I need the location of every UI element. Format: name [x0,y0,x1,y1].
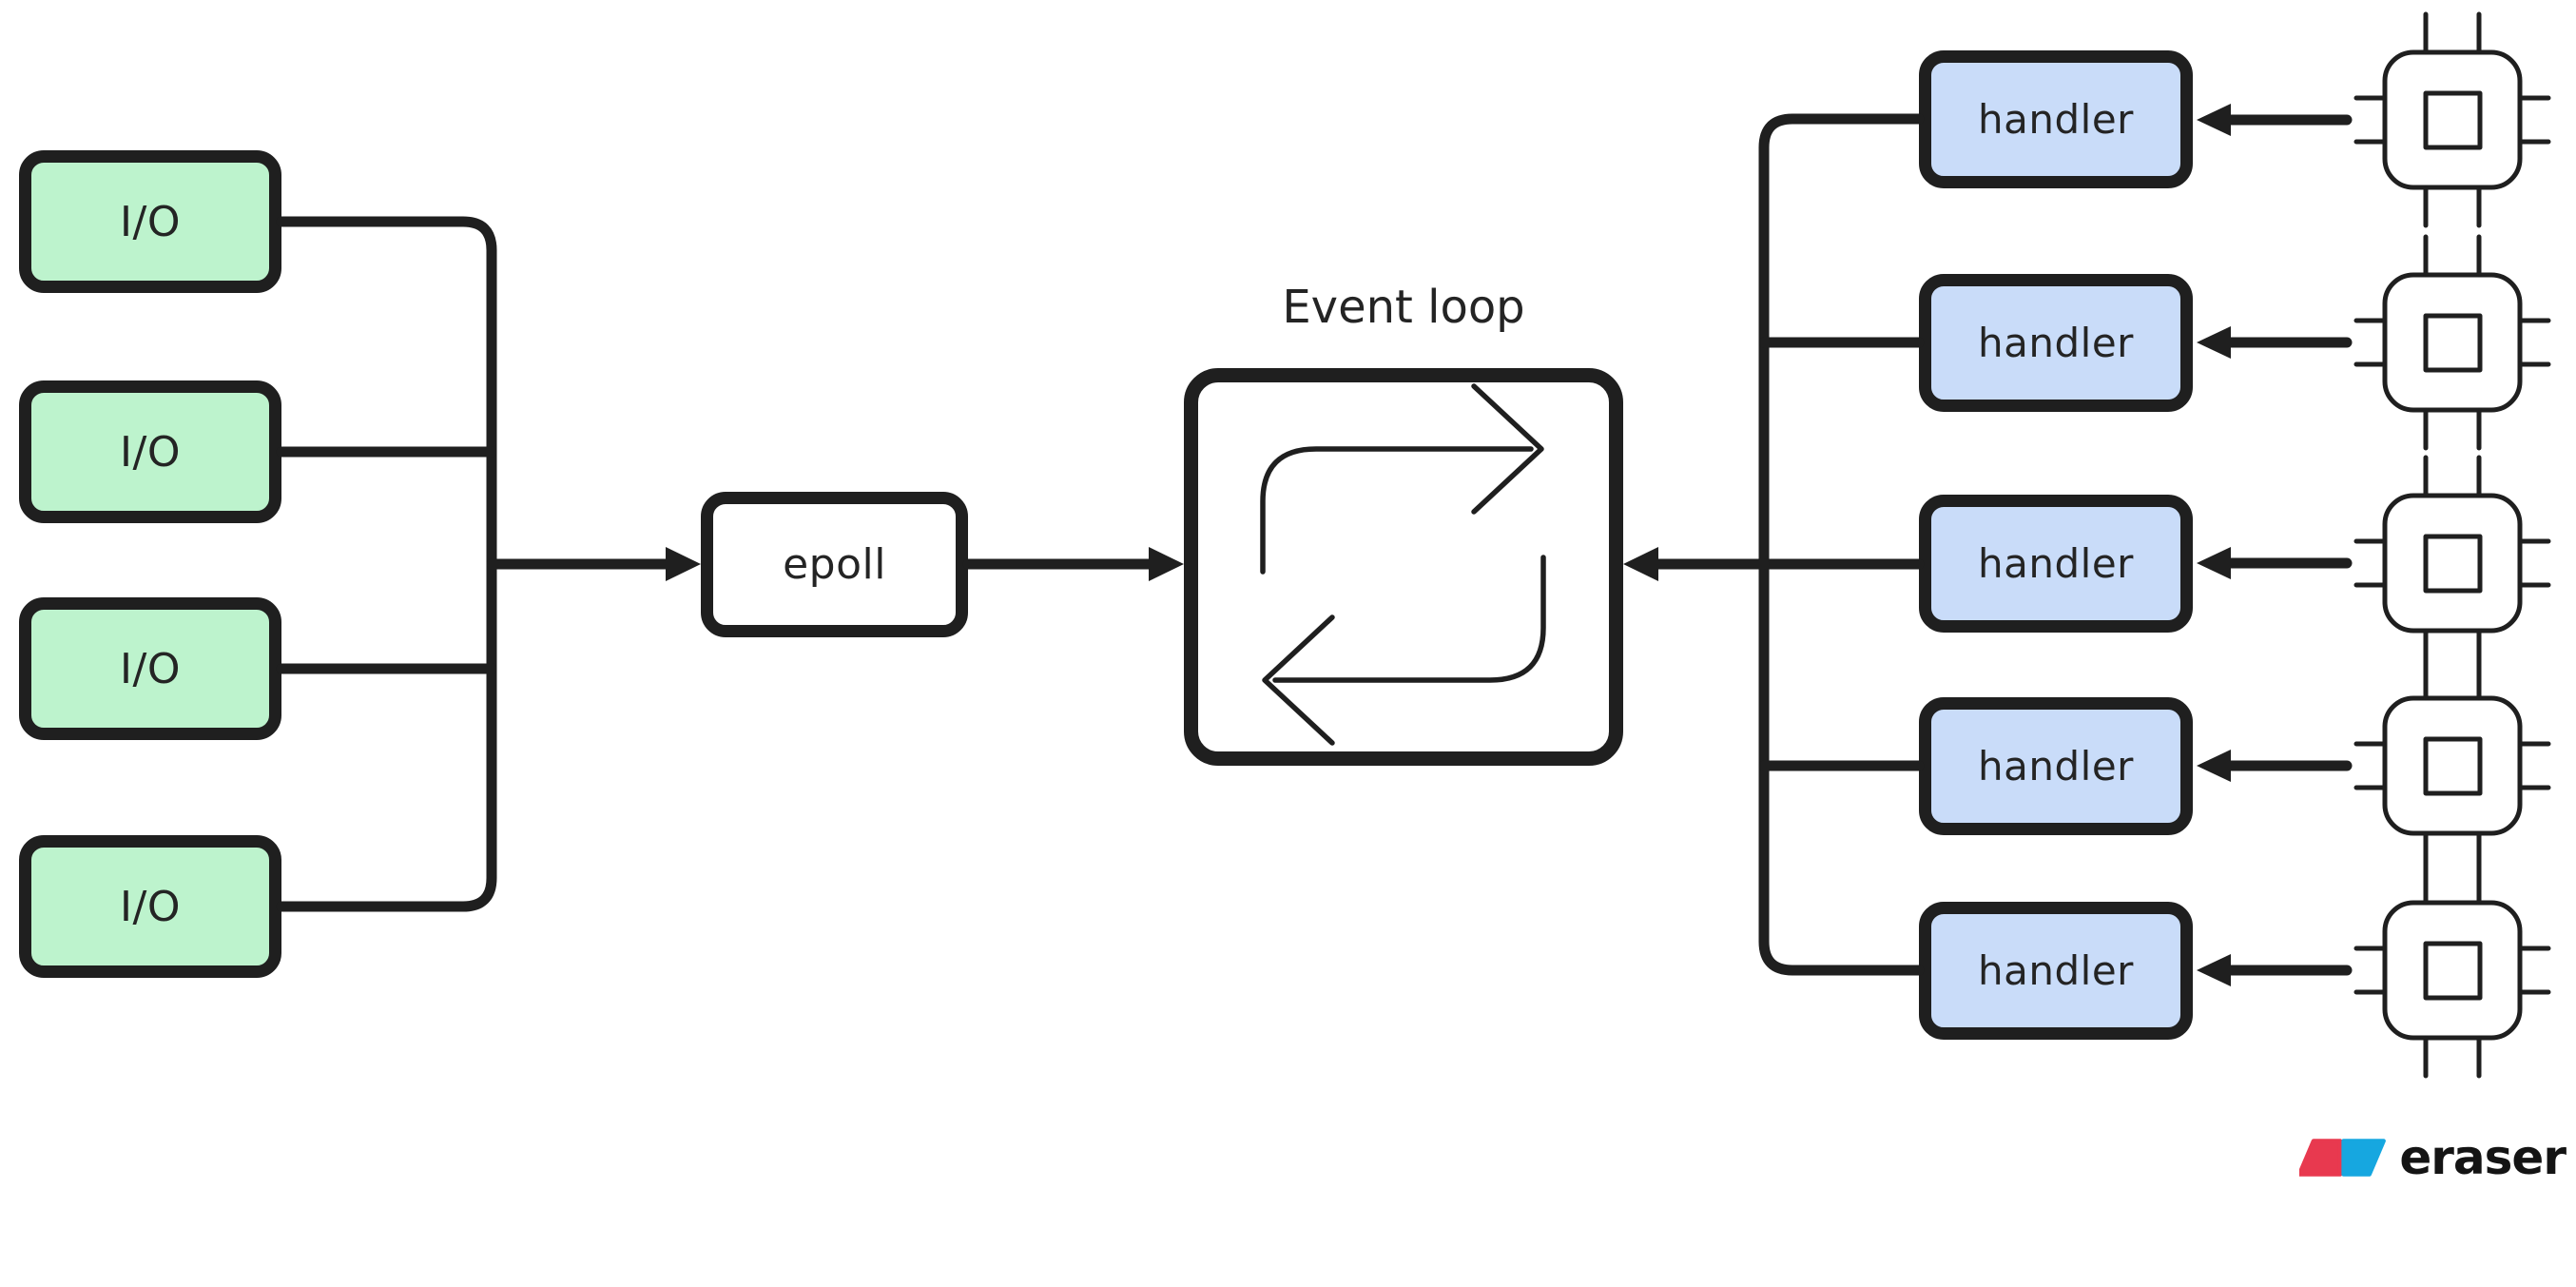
cpu-chip-icon [2353,657,2551,874]
eraser-logo: eraser [2299,1128,2566,1187]
io-node-label: I/O [120,644,181,693]
io-bus-wires [276,216,688,912]
chip-arrowheads [2197,104,2231,986]
cpu-chip-icon [2353,455,2551,672]
io-node-label: I/O [120,197,181,246]
io-node-label: I/O [120,882,181,931]
eraser-logo-text: eraser [2399,1130,2566,1185]
handler-node-label: handler [1978,947,2134,994]
cpu-chip-icon [2353,11,2551,228]
eraser-logo-icon [2299,1139,2386,1177]
handler-node-3: handler [1919,495,2193,633]
io-node-4: I/O [19,835,281,978]
cpu-chip-icon [2353,862,2551,1079]
handler-node-label: handler [1978,743,2134,790]
handler-bus-wires [1636,113,1925,976]
cpu-chip-icon [2353,234,2551,451]
arrowhead-into-eventloop-left [1149,547,1184,581]
event-loop-title: Event loop [1282,281,1525,334]
chip-to-handler-arrows [2223,114,2353,976]
handler-node-label: handler [1978,320,2134,366]
arrowhead-into-eventloop-right [1623,547,1658,581]
handler-node-label: handler [1978,96,2134,143]
handler-node-2: handler [1919,274,2193,412]
event-loop-node [1184,368,1623,766]
handler-node-5: handler [1919,902,2193,1040]
epoll-node-label: epoll [783,540,886,589]
epoll-node: epoll [701,492,968,637]
handler-node-4: handler [1919,697,2193,835]
io-node-3: I/O [19,597,281,740]
io-node-1: I/O [19,150,281,293]
handler-node-label: handler [1978,540,2134,587]
arrowhead-into-epoll [666,547,701,581]
handler-node-1: handler [1919,50,2193,188]
io-node-label: I/O [120,427,181,477]
io-node-2: I/O [19,380,281,523]
